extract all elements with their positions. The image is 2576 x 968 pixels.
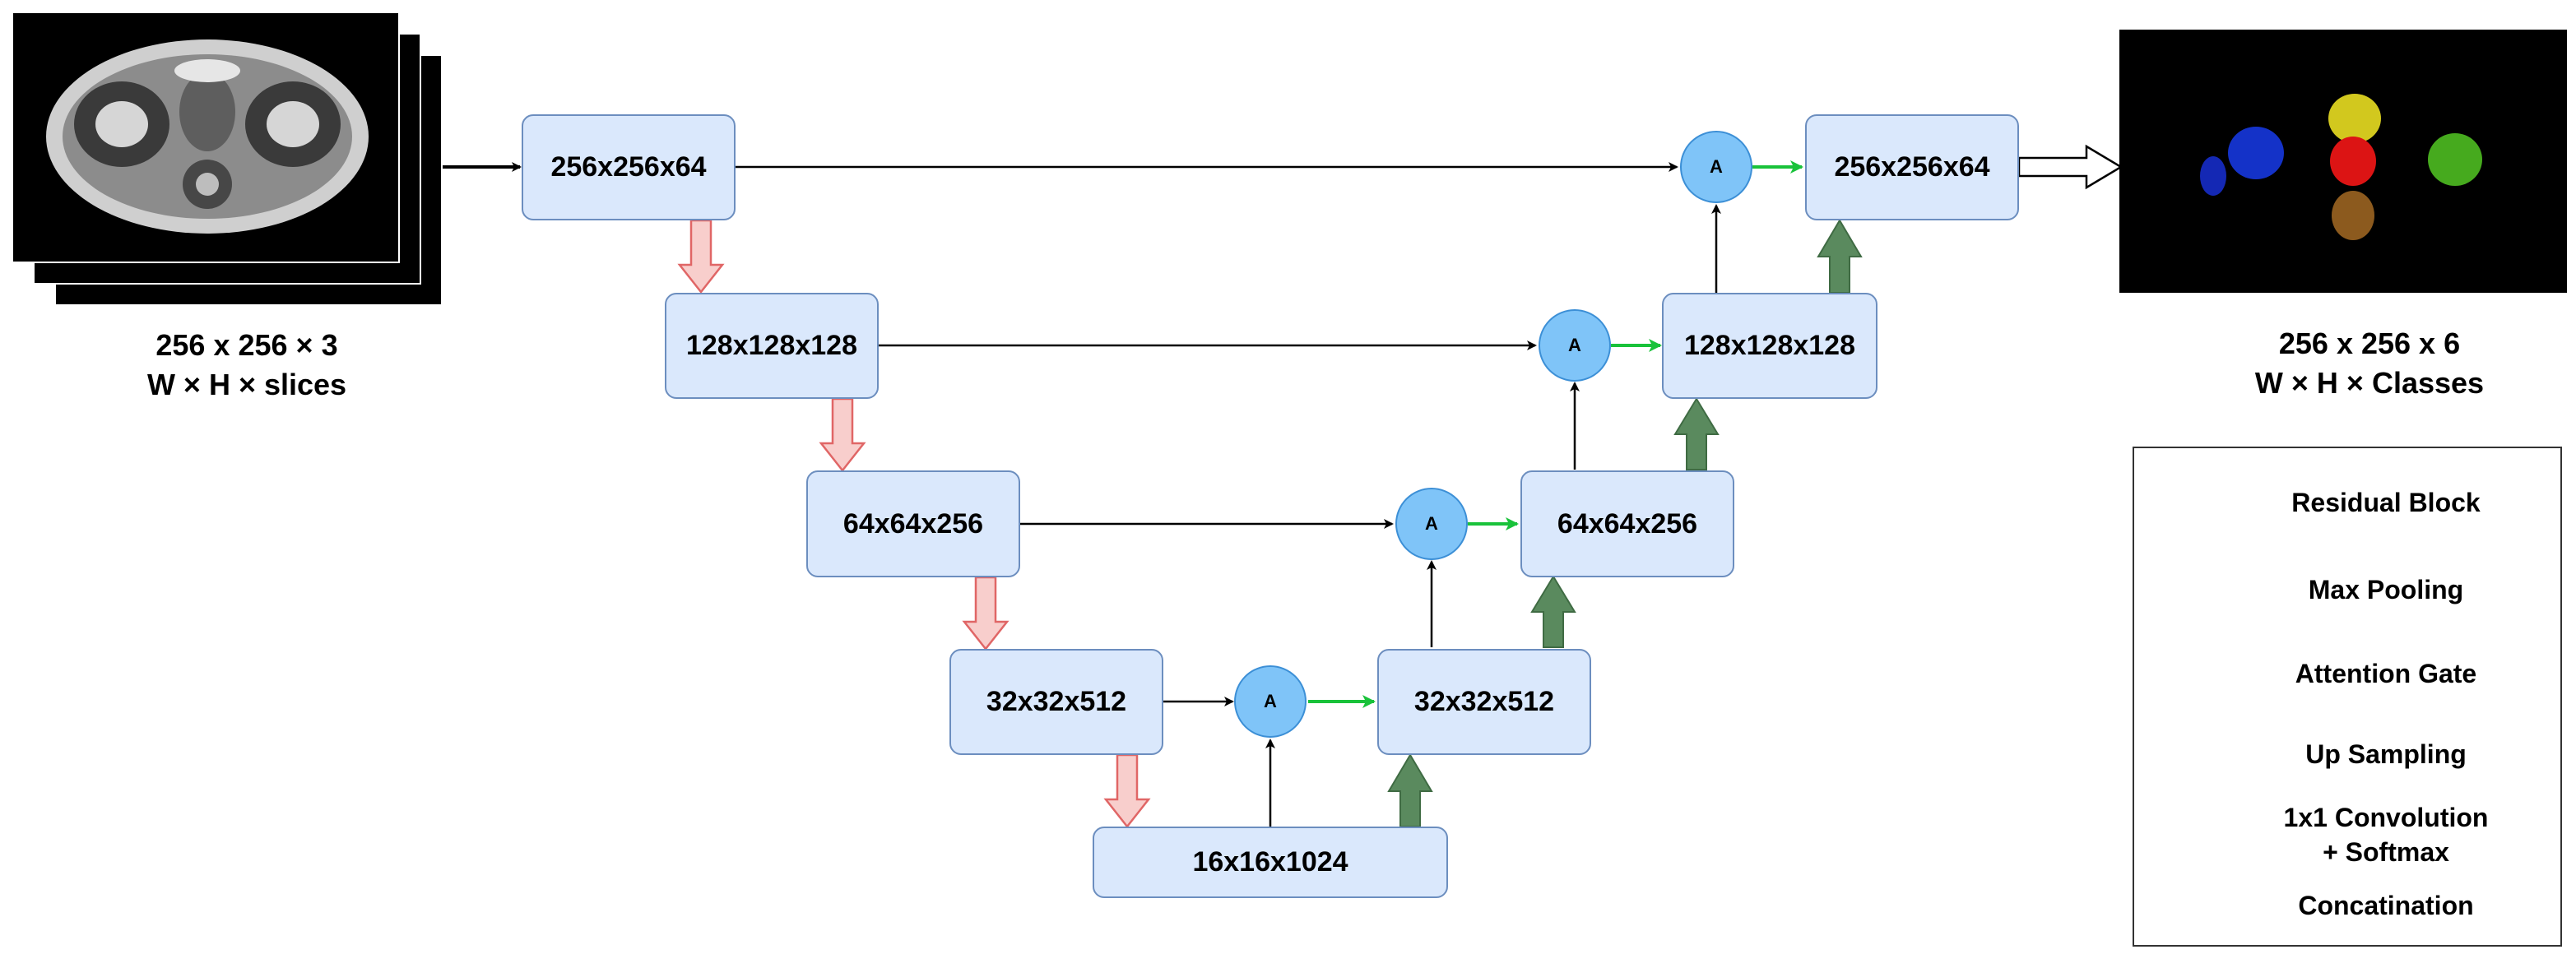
upsample-arrow-3 — [1530, 575, 1576, 648]
maxpool-arrow-3 — [962, 576, 1010, 651]
legend-residual-block-label: Residual Block — [2291, 488, 2481, 517]
encoder-block-3: 64x64x256 — [806, 470, 1020, 577]
maxpool-arrow-2 — [819, 397, 866, 473]
mri-scan-icon — [46, 39, 369, 234]
legend-conv-softmax-label: 1x1 Convolution + Softmax — [2205, 800, 2567, 869]
output-size-label: 256 x 256 x 6 — [2278, 327, 2461, 360]
legend-softmax-label: + Softmax — [2323, 837, 2449, 867]
input-mri-image — [12, 12, 400, 263]
decoder-block-3: 64x64x256 — [1520, 470, 1734, 577]
output-caption: 256 x 256 x 6 W × H × Classes — [2197, 324, 2542, 403]
upsample-arrow-2 — [1673, 397, 1720, 470]
maxpool-arrow-4 — [1103, 753, 1151, 829]
legend — [2133, 447, 2562, 947]
maxpool-arrow-1 — [677, 219, 725, 294]
legend-conv-label: 1x1 Convolution — [2283, 803, 2489, 832]
upsample-arrow-4 — [1387, 753, 1433, 827]
legend-concatenation-label: Concatination — [2298, 891, 2474, 920]
decoder-block-2: 128x128x128 — [1662, 293, 1877, 399]
encoder-block-4: 32x32x512 — [949, 649, 1163, 755]
bottleneck-block: 16x16x1024 — [1093, 827, 1448, 898]
input-size-label: 256 x 256 × 3 — [155, 328, 338, 362]
input-caption: 256 x 256 × 3 W × H × slices — [82, 326, 411, 405]
attention-gate-level2: A — [1539, 309, 1611, 382]
attention-gate-level4: A — [1234, 665, 1307, 738]
output-segmentation-image — [2119, 30, 2567, 293]
legend-up-sampling-label: Up Sampling — [2305, 739, 2467, 769]
conv-softmax-arrow — [2017, 144, 2123, 190]
legend-attention-gate-label: Attention Gate — [2295, 659, 2477, 688]
output-dims-label: W × H × Classes — [2254, 366, 2485, 400]
attention-gate-level1: A — [1680, 131, 1752, 203]
upsample-arrow-1 — [1817, 219, 1863, 294]
decoder-block-4: 32x32x512 — [1377, 649, 1591, 755]
encoder-block-1: 256x256x64 — [522, 114, 736, 220]
decoder-block-1: 256x256x64 — [1805, 114, 2019, 220]
input-dims-label: W × H × slices — [146, 368, 347, 401]
encoder-block-2: 128x128x128 — [665, 293, 879, 399]
legend-max-pooling-label: Max Pooling — [2308, 575, 2464, 604]
attention-gate-level3: A — [1395, 488, 1468, 560]
segmentation-map-icon — [2119, 30, 2567, 293]
